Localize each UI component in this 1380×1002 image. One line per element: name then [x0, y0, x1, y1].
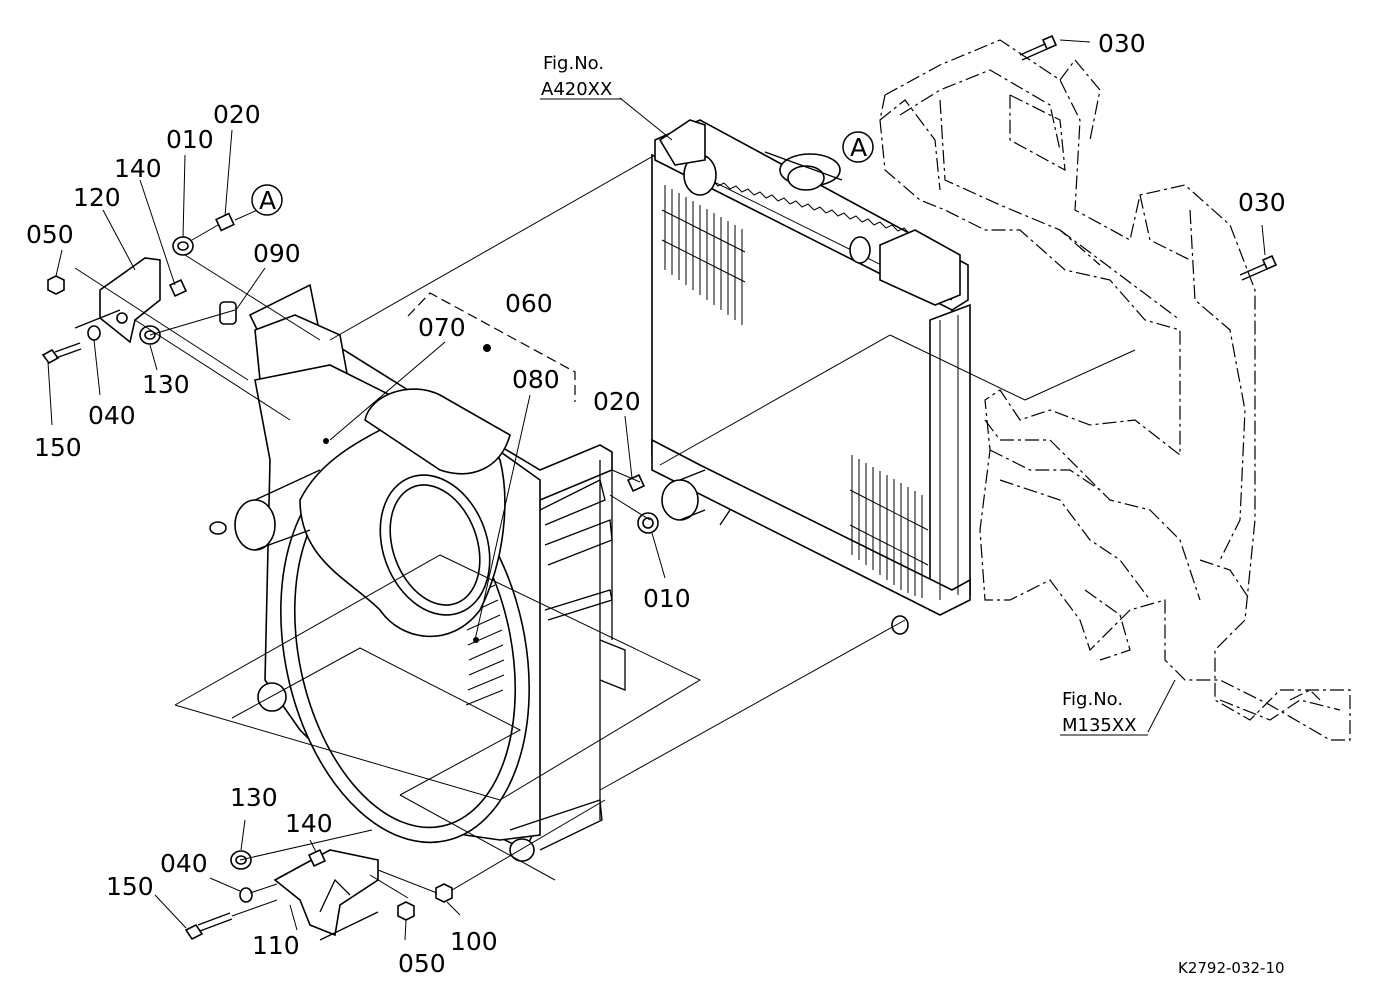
svg-text:A: A — [259, 186, 276, 215]
radiator-core-hatch-top — [661, 185, 746, 325]
group-060-bracket — [407, 292, 576, 402]
label-060: 060 — [505, 289, 553, 318]
svg-text:A420XX: A420XX — [541, 79, 612, 100]
label-010-top: 010 — [166, 125, 214, 154]
label-140-top: 140 — [114, 154, 162, 183]
label-150-top: 150 — [34, 433, 82, 462]
part-040-bottom — [239, 887, 253, 903]
label-050-bottom: 050 — [398, 949, 446, 978]
part-010-mid — [637, 512, 659, 534]
label-030-top: 030 — [1098, 29, 1146, 58]
part-020-top — [215, 212, 235, 232]
callout-a-left: A — [251, 184, 283, 216]
part-150-bottom — [184, 912, 233, 941]
part-040-top — [87, 325, 101, 341]
part-140-bottom — [307, 848, 327, 868]
svg-text:A: A — [850, 133, 867, 162]
part-050-bottom — [397, 901, 415, 921]
diagram-code: K2792-032-10 — [1178, 959, 1285, 977]
part-030-right — [1239, 254, 1278, 281]
part-140-top — [168, 278, 188, 298]
assembly-lines — [74, 39, 1266, 917]
label-100: 100 — [450, 927, 498, 956]
part-050-left — [47, 275, 65, 295]
radiator — [651, 119, 971, 635]
fig-ref-radiator: Fig.No. A420XX — [540, 53, 622, 100]
part-150-top — [41, 342, 82, 365]
fig-ref-frame: Fig.No. M135XX — [1060, 689, 1148, 736]
svg-text:Fig.No.: Fig.No. — [543, 53, 604, 74]
label-040-bottom: 040 — [160, 849, 208, 878]
label-050-left: 050 — [26, 220, 74, 249]
part-030-top — [1019, 34, 1058, 61]
label-130-top: 130 — [142, 370, 190, 399]
label-110: 110 — [252, 931, 300, 960]
label-080: 080 — [512, 365, 560, 394]
front-frame — [879, 39, 1351, 741]
bracket-120 — [74, 257, 161, 344]
label-010-mid: 010 — [643, 584, 691, 613]
svg-text:M135XX: M135XX — [1062, 715, 1137, 736]
label-090: 090 — [253, 239, 301, 268]
part-090 — [219, 301, 237, 325]
bracket-110 — [273, 849, 379, 941]
label-040-top: 040 — [88, 401, 136, 430]
part-010-top — [172, 236, 194, 256]
label-020-top: 020 — [213, 100, 261, 129]
label-020-mid: 020 — [593, 387, 641, 416]
callout-a-right: A — [842, 131, 874, 163]
label-140-bottom: 140 — [285, 809, 333, 838]
radiator-core-hatch-bottom — [849, 455, 929, 598]
fan-shroud — [209, 283, 626, 862]
label-030-right: 030 — [1238, 188, 1286, 217]
label-leaders — [47, 97, 1176, 941]
label-150-bottom: 150 — [106, 872, 154, 901]
part-100 — [435, 883, 453, 903]
label-070: 070 — [418, 313, 466, 342]
label-120: 120 — [73, 183, 121, 212]
svg-text:Fig.No.: Fig.No. — [1062, 689, 1123, 710]
label-130-bottom: 130 — [230, 783, 278, 812]
